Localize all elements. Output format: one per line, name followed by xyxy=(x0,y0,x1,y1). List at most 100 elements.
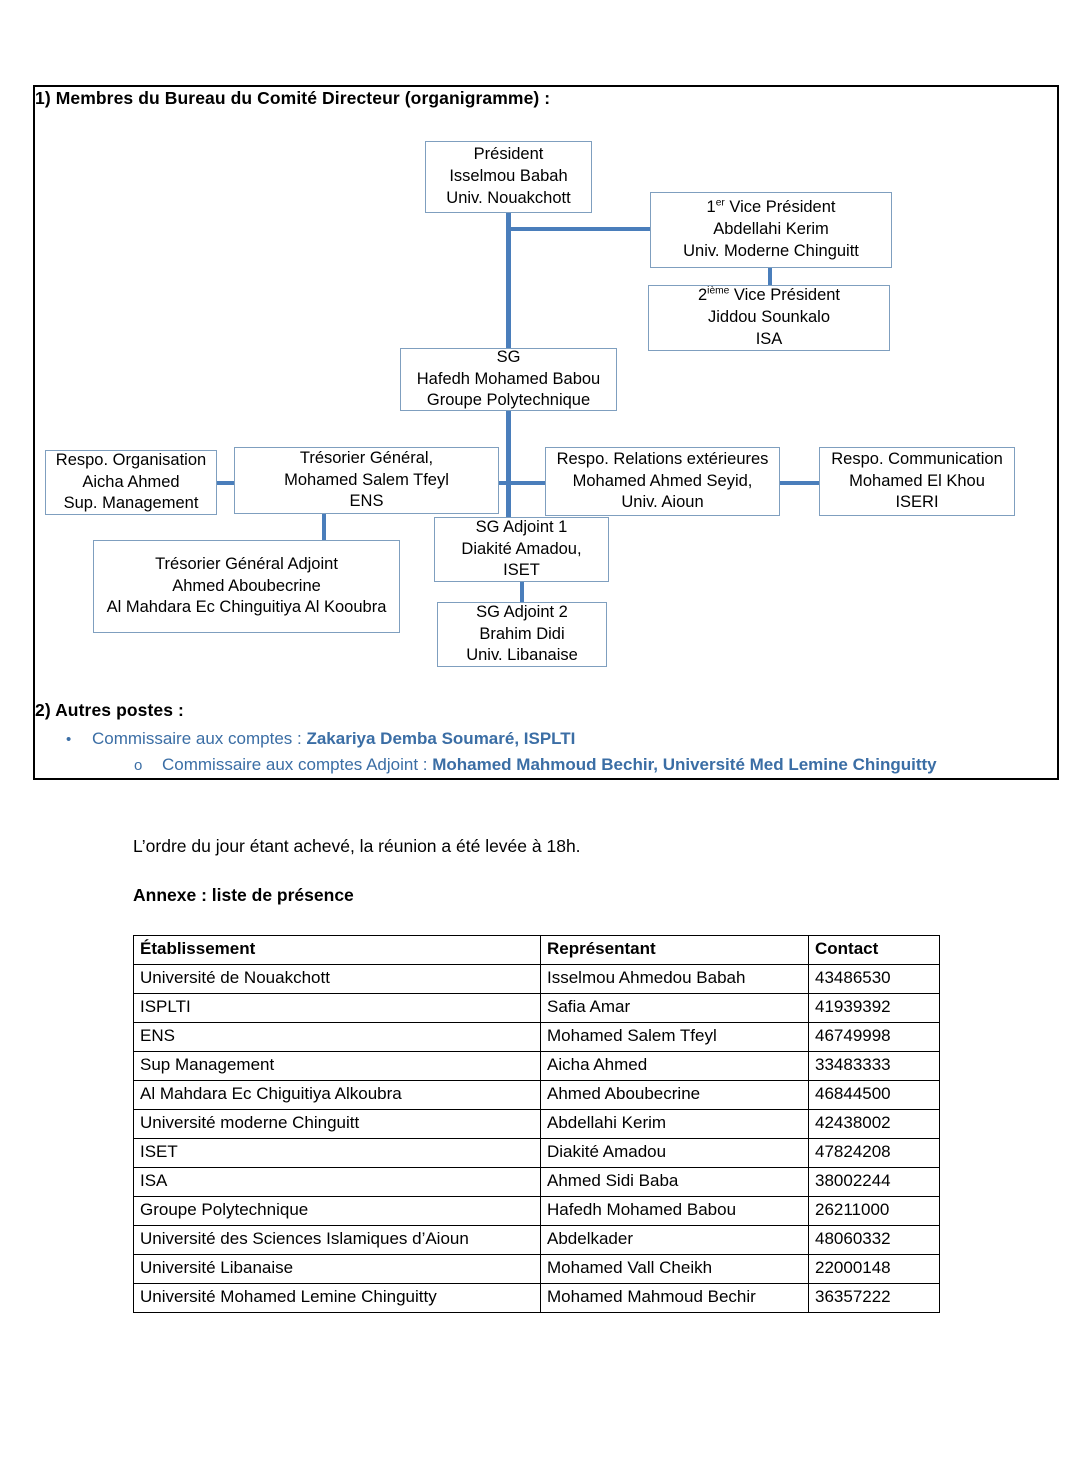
cell-representant: Abdellahi Kerim xyxy=(540,1109,809,1139)
cell-contact: 47824208 xyxy=(808,1138,940,1168)
connector-midrow-bar xyxy=(215,481,827,485)
respo-relations-role: Respo. Relations extérieures xyxy=(556,449,769,468)
tresorier-general-org: ENS xyxy=(349,492,384,511)
cell-contact: 22000148 xyxy=(808,1254,940,1284)
cell-representant: Safia Amar xyxy=(540,993,809,1023)
connector-sgadj1-to-sgadj2 xyxy=(520,580,524,604)
org-box-sg-adjoint-1[interactable]: SG Adjoint 1 Diakité Amadou, ISET xyxy=(434,517,609,582)
org-box-tresorier-general-adjoint[interactable]: Trésorier Général Adjoint Ahmed Aboubecr… xyxy=(93,540,400,633)
section-1-heading: 1) Membres du Bureau du Comité Directeur… xyxy=(35,88,551,108)
president-org: Univ. Nouakchott xyxy=(446,188,571,207)
org-box-secretaire-general[interactable]: SG Hafedh Mohamed Babou Groupe Polytechn… xyxy=(400,348,617,411)
vice-president-1-org: Univ. Moderne Chinguitt xyxy=(683,241,859,260)
cell-contact: 33483333 xyxy=(808,1051,940,1081)
cell-etablissement: Al Mahdara Ec Chiguitiya Alkoubra xyxy=(133,1080,541,1110)
cell-contact: 43486530 xyxy=(808,964,940,994)
cell-contact: 46844500 xyxy=(808,1080,940,1110)
bullet-dot-icon: • xyxy=(66,731,72,748)
cell-etablissement: ISET xyxy=(133,1138,541,1168)
sg-adjoint-2-role: SG Adjoint 2 xyxy=(476,602,568,621)
tresorier-general-name: Mohamed Salem Tfeyl xyxy=(284,470,449,489)
table-row: Université des Sciences Islamiques d’Aio… xyxy=(133,1225,940,1255)
cell-representant: Mohamed Mahmoud Bechir xyxy=(540,1283,809,1313)
cell-contact: 26211000 xyxy=(808,1196,940,1226)
column-header-representant: Représentant xyxy=(540,935,809,965)
connector-tresorier-to-adjoint xyxy=(322,513,326,541)
sg-adjoint-1-org: ISET xyxy=(503,561,540,580)
president-name: Isselmou Babah xyxy=(449,167,568,186)
closing-paragraph: L’ordre du jour étant achevé, la réunion… xyxy=(133,836,581,856)
cell-etablissement: Sup Management xyxy=(133,1051,541,1081)
org-box-sg-adjoint-2[interactable]: SG Adjoint 2 Brahim Didi Univ. Libanaise xyxy=(437,602,607,667)
cell-etablissement: Université des Sciences Islamiques d’Aio… xyxy=(133,1225,541,1255)
bullet-circle-icon: o xyxy=(134,757,143,774)
sg-org: Groupe Polytechnique xyxy=(426,391,591,410)
org-box-vice-president-1[interactable]: 1er Vice Président Abdellahi Kerim Univ.… xyxy=(650,192,892,268)
org-box-president[interactable]: Président Isselmou Babah Univ. Nouakchot… xyxy=(425,141,592,213)
sg-adjoint-2-name: Brahim Didi xyxy=(479,624,565,643)
vice-president-1-name: Abdellahi Kerim xyxy=(713,220,829,239)
commissaire-value: Zakariya Demba Soumaré, ISPLTI xyxy=(306,729,576,748)
cell-representant: Ahmed Sidi Baba xyxy=(540,1167,809,1197)
cell-etablissement: ISPLTI xyxy=(133,993,541,1023)
sg-role: SG xyxy=(496,347,521,366)
section-2-heading: 2) Autres postes : xyxy=(35,700,184,720)
cell-representant: Isselmou Ahmedou Babah xyxy=(540,964,809,994)
org-box-respo-organisation[interactable]: Respo. Organisation Aicha Ahmed Sup. Man… xyxy=(45,450,217,515)
cell-representant: Ahmed Aboubecrine xyxy=(540,1080,809,1110)
cell-contact: 38002244 xyxy=(808,1167,940,1197)
column-header-contact: Contact xyxy=(808,935,940,965)
cell-etablissement: Université de Nouakchott xyxy=(133,964,541,994)
column-header-etablissement: Établissement xyxy=(133,935,541,965)
respo-organisation-role: Respo. Organisation xyxy=(55,450,207,469)
cell-etablissement: ENS xyxy=(133,1022,541,1052)
respo-communication-name: Mohamed El Khou xyxy=(849,471,985,490)
respo-organisation-org: Sup. Management xyxy=(63,494,199,513)
cell-contact: 42438002 xyxy=(808,1109,940,1139)
cell-representant: Abdelkader xyxy=(540,1225,809,1255)
org-box-tresorier-general[interactable]: Trésorier Général, Mohamed Salem Tfeyl E… xyxy=(234,447,499,514)
vice-president-2-role: 2ième Vice Président xyxy=(697,285,841,305)
org-box-respo-relations-exterieures[interactable]: Respo. Relations extérieures Mohamed Ahm… xyxy=(545,447,780,516)
vice-president-2-name: Jiddou Sounkalo xyxy=(707,308,830,327)
connector-president-to-vp1 xyxy=(506,227,654,231)
respo-communication-org: ISERI xyxy=(895,493,939,512)
cell-representant: Aicha Ahmed xyxy=(540,1051,809,1081)
respo-relations-org: Univ. Aioun xyxy=(621,493,704,512)
respo-relations-name: Mohamed Ahmed Seyid, xyxy=(572,471,753,490)
cell-representant: Mohamed Vall Cheikh xyxy=(540,1254,809,1284)
tresorier-adjoint-role: Trésorier Général Adjoint xyxy=(155,554,338,573)
cell-representant: Mohamed Salem Tfeyl xyxy=(540,1022,809,1052)
sg-adjoint-1-name: Diakité Amadou, xyxy=(461,539,582,558)
connector-vp1-to-vp2 xyxy=(768,265,772,289)
sg-adjoint-1-role: SG Adjoint 1 xyxy=(475,517,568,536)
cell-contact: 48060332 xyxy=(808,1225,940,1255)
cell-etablissement: Université moderne Chinguitt xyxy=(133,1109,541,1139)
tresorier-adjoint-name: Ahmed Aboubecrine xyxy=(172,576,321,595)
cell-contact: 46749998 xyxy=(808,1022,940,1052)
cell-contact: 36357222 xyxy=(808,1283,940,1313)
respo-organisation-name: Aicha Ahmed xyxy=(82,472,180,491)
commissaire-adjoint-value: Mohamed Mahmoud Bechir, Université Med L… xyxy=(432,755,937,774)
sg-name: Hafedh Mohamed Babou xyxy=(416,369,601,388)
org-box-vice-president-2[interactable]: 2ième Vice Président Jiddou Sounkalo ISA xyxy=(648,285,890,351)
cell-representant: Diakité Amadou xyxy=(540,1138,809,1168)
president-role: Président xyxy=(473,145,544,164)
respo-communication-role: Respo. Communication xyxy=(831,449,1003,468)
vice-president-2-org: ISA xyxy=(755,329,783,348)
list-item-commissaire-aux-comptes[interactable]: •Commissaire aux comptes : Zakariya Demb… xyxy=(66,729,575,749)
org-box-respo-communication[interactable]: Respo. Communication Mohamed El Khou ISE… xyxy=(819,447,1015,516)
cell-etablissement: Groupe Polytechnique xyxy=(133,1196,541,1226)
cell-etablissement: Université Mohamed Lemine Chinguitty xyxy=(133,1283,541,1313)
